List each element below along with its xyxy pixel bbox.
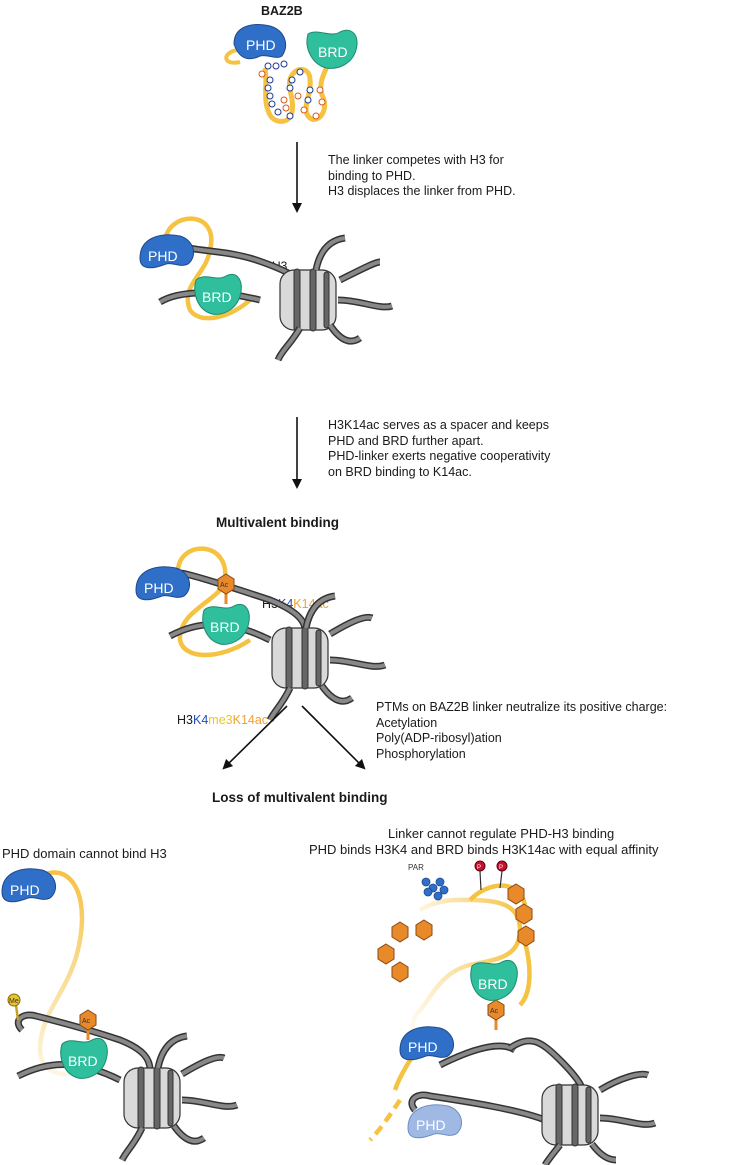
arrow-left bbox=[222, 705, 288, 770]
methyl-label: Me bbox=[9, 998, 19, 1005]
step1-line: binding to PHD. bbox=[328, 168, 416, 183]
brd-domain-label: BRD bbox=[68, 1053, 98, 1069]
acetyl-label: Ac bbox=[220, 582, 229, 589]
arrow-right bbox=[301, 705, 366, 770]
complex-phd-unbound: PHD Me Ac BRD bbox=[1, 868, 239, 1162]
phospho-label: P bbox=[499, 865, 503, 871]
left-caption: PHD domain cannot bind H3 bbox=[2, 846, 167, 861]
step1-text: The linker competes with H3 for binding … bbox=[328, 153, 516, 200]
phd-domain-label: PHD bbox=[10, 882, 40, 898]
ptm-line: Phosphorylation bbox=[376, 746, 466, 761]
ptm-line: PTMs on BAZ2B linker neutralize its posi… bbox=[376, 700, 668, 714]
complex-multivalent: PHD Ac BRD bbox=[135, 546, 387, 722]
ptm-line: Poly(ADP-ribosyl)ation bbox=[376, 731, 502, 745]
h3k4me3k14ac-label: H3K4me3K14ac bbox=[177, 713, 268, 729]
step2-line: H3K14ac serves as a spacer and keeps bbox=[328, 418, 549, 432]
mark-prefix: H3 bbox=[177, 713, 193, 727]
ptm-line: Acetylation bbox=[376, 715, 438, 730]
step1-line: The linker competes with H3 for bbox=[328, 153, 504, 167]
baz2b-title: BAZ2B bbox=[261, 4, 303, 18]
brd-domain-label: BRD bbox=[202, 289, 232, 305]
mark-k14ac: K14ac bbox=[232, 713, 269, 727]
step2-text: H3K14ac serves as a spacer and keeps PHD… bbox=[328, 418, 550, 480]
right-caption: Linker cannot regulate PHD-H3 binding bbox=[388, 825, 614, 842]
phospho-label: P bbox=[477, 865, 481, 871]
brd-domain-label: BRD bbox=[318, 44, 348, 60]
phd-domain-label: PHD bbox=[148, 248, 178, 264]
phd-domain-label: PHD bbox=[408, 1039, 438, 1055]
complex-ptm-linker: Ac BRD PHD PHD PAR P P bbox=[368, 860, 657, 1165]
mark-k4: K4 bbox=[192, 713, 209, 727]
step2-line: on BRD binding to K14ac. bbox=[328, 464, 472, 479]
right-caption-line: Linker cannot regulate PHD-H3 binding bbox=[388, 826, 615, 841]
ptm-text: PTMs on BAZ2B linker neutralize its posi… bbox=[376, 700, 667, 762]
baz2b-protein: PHD BRD bbox=[224, 24, 358, 124]
right-caption-line2: PHD binds H3K4 and BRD binds H3K14ac wit… bbox=[309, 842, 659, 857]
phd-ghost-label: PHD bbox=[416, 1117, 446, 1133]
linker-acetyl-marks bbox=[377, 883, 535, 983]
acetyl-label: Ac bbox=[490, 1008, 499, 1015]
acetyl-label: Ac bbox=[82, 1018, 91, 1025]
loss-heading: Loss of multivalent binding bbox=[212, 790, 388, 805]
step1-line: H3 displaces the linker from PHD. bbox=[328, 184, 516, 198]
step2-line: PHD and BRD further apart. bbox=[328, 433, 484, 448]
multivalent-heading: Multivalent binding bbox=[216, 515, 339, 530]
mark-me3: me3 bbox=[208, 713, 233, 727]
phd-domain-label: PHD bbox=[246, 37, 276, 53]
brd-domain-label: BRD bbox=[210, 619, 240, 635]
brd-domain-label: BRD bbox=[478, 976, 508, 992]
par-label: PAR bbox=[408, 863, 424, 872]
phd-domain-label: PHD bbox=[144, 580, 174, 596]
step2-line: PHD-linker exerts negative cooperativity bbox=[328, 449, 551, 463]
complex-h3-displaced: PHD BRD bbox=[139, 216, 394, 362]
